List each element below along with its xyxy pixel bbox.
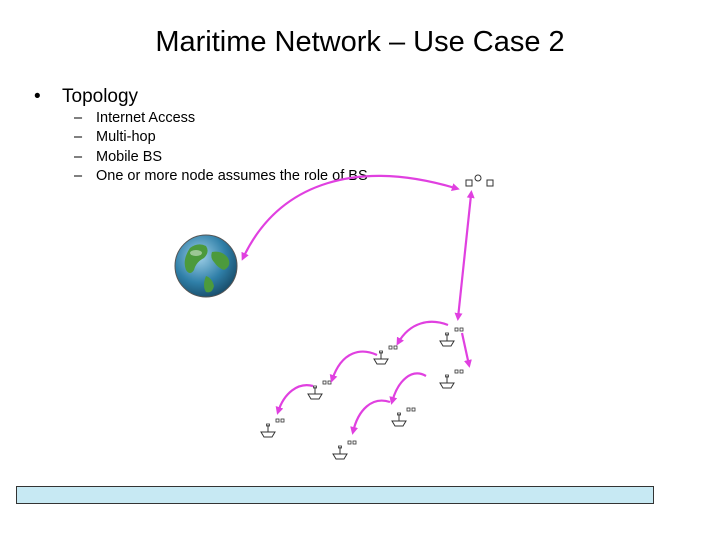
ship-icon: [260, 418, 285, 438]
ship-icon: [373, 345, 398, 365]
ship-icon: [439, 369, 464, 389]
link-arrow: [454, 190, 475, 321]
sub-bullet-label: Internet Access: [96, 110, 196, 126]
sub-bullet-multi-hop: – Multi-hop: [74, 128, 368, 147]
bullet-marker: •: [34, 86, 41, 107]
bullet-label: Topology: [62, 86, 139, 107]
sub-bullet-dash: –: [74, 110, 83, 126]
link-arrow: [460, 332, 472, 368]
sub-bullet-list: – Internet Access – Multi-hop – Mobile B…: [74, 109, 368, 186]
link-arrow: [396, 320, 449, 346]
sub-bullet-node-as-bs: – One or more node assumes the role of B…: [74, 167, 368, 186]
sub-bullet-dash: –: [74, 148, 83, 165]
link-arrow: [389, 372, 427, 405]
sea-bar: [16, 486, 654, 504]
sub-bullet-internet-access: – Internet Access: [74, 109, 368, 128]
link-arrow: [350, 399, 391, 435]
link-arrow: [241, 174, 460, 261]
ship-icon: [391, 407, 416, 427]
sub-bullet-label: Multi-hop: [96, 129, 156, 146]
sub-bullet-label: Mobile BS: [96, 148, 163, 165]
page-title: Maritime Network – Use Case 2: [155, 26, 565, 58]
bullet-topology: • Topology: [34, 86, 138, 108]
sub-bullet-mobile-bs: – Mobile BS: [74, 148, 368, 167]
sub-bullet-label: One or more node assumes the role of BS: [96, 167, 368, 184]
link-arrow: [275, 384, 314, 415]
sub-bullet-dash: –: [74, 129, 83, 146]
ship-icon: [439, 327, 464, 347]
globe-icon: [174, 234, 238, 298]
base-station-icon: [465, 174, 494, 187]
ship-icon: [307, 380, 332, 400]
ship-icon: [332, 440, 357, 460]
link-arrow: [329, 350, 378, 383]
sub-bullet-dash: –: [74, 167, 83, 184]
